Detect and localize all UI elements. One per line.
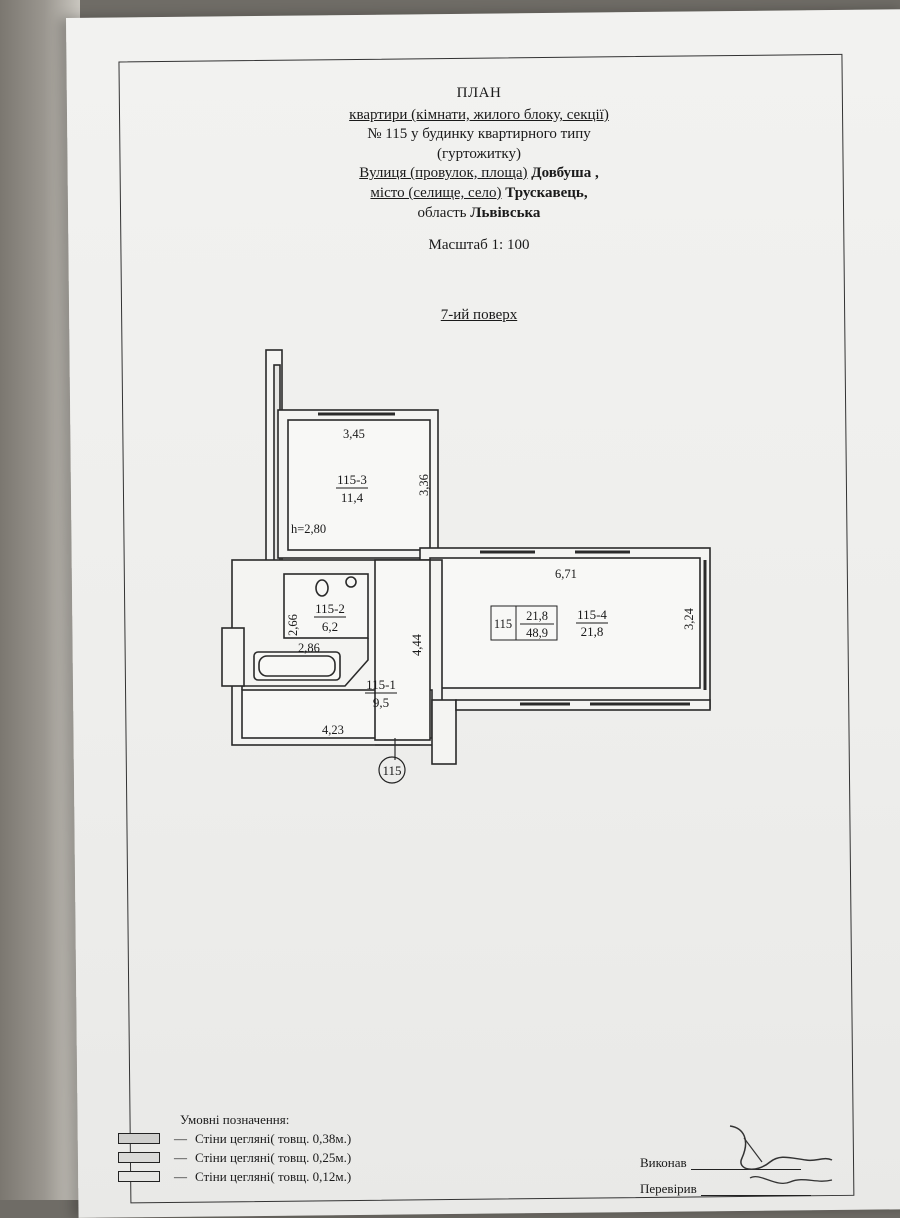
room-115-1-id: 115-1 bbox=[366, 677, 396, 692]
region-value: Львівська bbox=[470, 205, 541, 221]
room-115-3-inner bbox=[287, 419, 431, 551]
street-label: Вулиця (провулок, площа) bbox=[359, 165, 528, 181]
plan-subtitle: квартири (кімнати, жилого блоку, секції) bbox=[349, 107, 609, 123]
dim-345: 3,45 bbox=[343, 427, 365, 441]
apartment-marker: 115 bbox=[378, 756, 406, 784]
room-115-4-inner bbox=[429, 557, 701, 689]
legend-title: Умовні позначення: bbox=[180, 1112, 290, 1127]
plan-title: ПЛАН bbox=[456, 85, 502, 101]
room-115-3-id: 115-3 bbox=[337, 472, 367, 487]
room-115-1-area: 9,5 bbox=[373, 695, 389, 710]
legend-swatch-012 bbox=[118, 1171, 160, 1182]
dim-324: 3,24 bbox=[682, 607, 696, 630]
city-line: місто (селище, село) Трускавець, bbox=[118, 184, 840, 203]
legend-item: — Стіни цегляні( товщ. 0,12м.) bbox=[118, 1167, 518, 1186]
summary-number: 115 bbox=[494, 617, 512, 631]
bathtub bbox=[253, 651, 341, 681]
corridor-inner bbox=[374, 559, 431, 741]
city-label: місто (селище, село) bbox=[370, 185, 502, 201]
signature-checked: Перевірив bbox=[640, 1176, 811, 1202]
apartment-marker-number: 115 bbox=[382, 763, 401, 778]
wall-right-lower bbox=[455, 699, 711, 711]
room-labels: 115-3 11,4 115-2 6,2 115-1 9,5 115-4 21,… bbox=[314, 472, 608, 710]
bathroom-diagonal bbox=[241, 638, 369, 690]
dim-671: 6,71 bbox=[555, 567, 577, 581]
handwritten-signature bbox=[729, 1125, 833, 1184]
legend-item-label: Стіни цегляні( товщ. 0,25м.) bbox=[195, 1150, 352, 1165]
room-115-4-id: 115-4 bbox=[577, 607, 607, 622]
walls bbox=[221, 349, 711, 765]
apartment-number-line: № 115 у будинку квартирного типу bbox=[367, 126, 591, 142]
legend-swatch-025 bbox=[118, 1152, 160, 1163]
dim-266: 2,66 bbox=[286, 614, 300, 636]
region-label: область bbox=[417, 205, 467, 221]
street-value: Довбуша , bbox=[531, 165, 599, 181]
dim-336: 3,36 bbox=[417, 474, 431, 496]
summary-living: 21,8 bbox=[526, 609, 548, 623]
dim-286: 2,86 bbox=[298, 641, 320, 655]
room-115-4-area: 21,8 bbox=[581, 624, 604, 639]
region-line: область Львівська bbox=[118, 204, 840, 223]
dimensions: 3,45 3,36 h=2,80 6,71 3,24 2,66 2,86 4,4… bbox=[286, 427, 696, 737]
signature-performed-label: Виконав bbox=[640, 1155, 687, 1170]
dim-423: 4,23 bbox=[322, 723, 344, 737]
bathtub-inner bbox=[258, 655, 336, 677]
dormitory-line: (гуртожитку) bbox=[437, 146, 521, 162]
dim-444: 4,44 bbox=[410, 633, 424, 656]
legend-item-label: Стіни цегляні( товщ. 0,12м.) bbox=[195, 1169, 352, 1184]
toilet bbox=[315, 579, 329, 597]
sink bbox=[345, 576, 357, 588]
wall-entry-right bbox=[431, 699, 457, 765]
city-value: Трускавець, bbox=[505, 185, 588, 201]
legend-swatch-038 bbox=[118, 1133, 160, 1144]
legend-item: — Стіни цегляні( товщ. 0,25м.) bbox=[118, 1148, 518, 1167]
legend-item-label: Стіни цегляні( товщ. 0,38м.) bbox=[195, 1131, 352, 1146]
legend: Умовні позначення: — Стіни цегляні( товщ… bbox=[118, 1110, 518, 1186]
floor-label: 7-ий поверх bbox=[440, 307, 518, 323]
scale-label: Масштаб 1: 100 bbox=[428, 237, 530, 253]
legend-item: — Стіни цегляні( товщ. 0,38м.) bbox=[118, 1129, 518, 1148]
signature-checked-label: Перевірив bbox=[640, 1181, 697, 1196]
summary-box: 115 21,8 48,9 bbox=[490, 605, 558, 641]
summary-total: 48,9 bbox=[526, 626, 548, 640]
background-left bbox=[0, 0, 80, 1200]
street-line: Вулиця (провулок, площа) Довбуша , bbox=[118, 164, 840, 183]
room-115-3-area: 11,4 bbox=[341, 490, 364, 505]
dim-h280: h=2,80 bbox=[291, 522, 326, 536]
wall-entry-left bbox=[221, 627, 245, 687]
room-115-2-area: 6,2 bbox=[322, 619, 338, 634]
room-115-2-id: 115-2 bbox=[315, 601, 345, 616]
signature-line bbox=[700, 1183, 811, 1196]
